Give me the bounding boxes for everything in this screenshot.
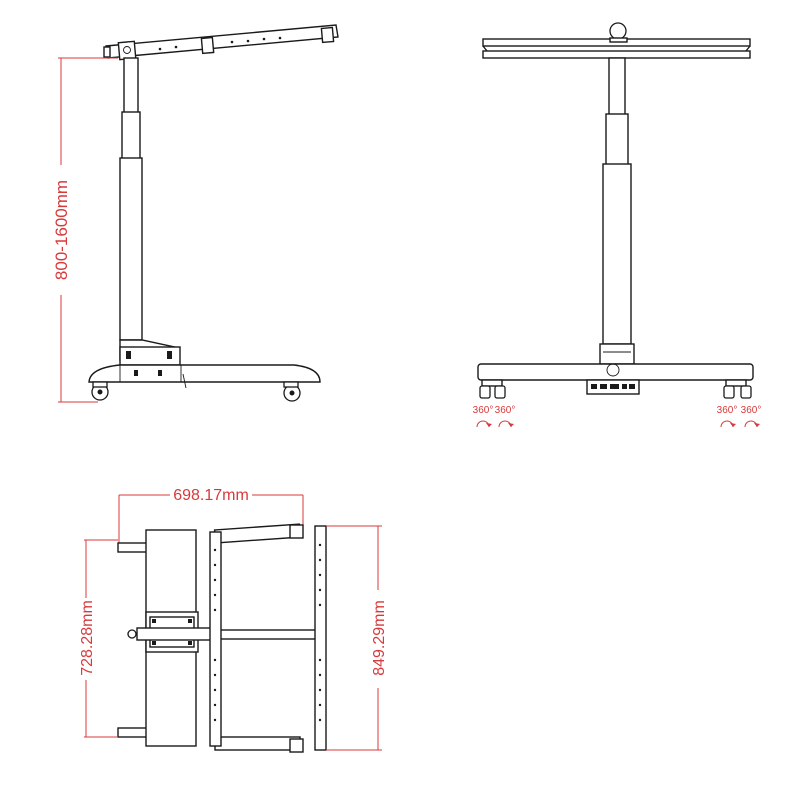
front-base bbox=[477, 363, 754, 395]
side-column bbox=[119, 57, 180, 361]
height-dimension-label: 800-1600mm bbox=[52, 180, 71, 280]
rotation-label: 360° bbox=[717, 405, 738, 416]
front-top-plates bbox=[482, 22, 751, 59]
top-plate bbox=[127, 529, 216, 747]
front-view: 360° 360° 360° 360° bbox=[473, 22, 762, 428]
top-view: 698.17mm bbox=[79, 487, 388, 753]
caster-rotation-labels: 360° 360° 360° 360° bbox=[473, 405, 762, 428]
top-rails bbox=[209, 525, 327, 751]
rotation-label: 360° bbox=[495, 405, 516, 416]
top-right-height-dimension: 849.29mm bbox=[326, 525, 388, 751]
front-casters bbox=[479, 385, 752, 399]
width-dimension-label: 698.17mm bbox=[173, 487, 249, 504]
front-column bbox=[599, 57, 635, 365]
rotation-label: 360° bbox=[741, 405, 762, 416]
right-height-dimension-label: 849.29mm bbox=[371, 600, 388, 676]
rotation-label: 360° bbox=[473, 405, 494, 416]
side-height-dimension: 800-1600mm bbox=[52, 57, 118, 403]
top-tubes bbox=[117, 523, 323, 753]
left-height-dimension-label: 728.28mm bbox=[79, 600, 96, 676]
side-base bbox=[88, 346, 321, 402]
side-view: 800-1600mm bbox=[52, 24, 339, 403]
top-width-dimension: 698.17mm bbox=[118, 487, 304, 545]
top-left-height-dimension: 728.28mm bbox=[79, 539, 118, 738]
side-mount-arm bbox=[103, 24, 339, 61]
